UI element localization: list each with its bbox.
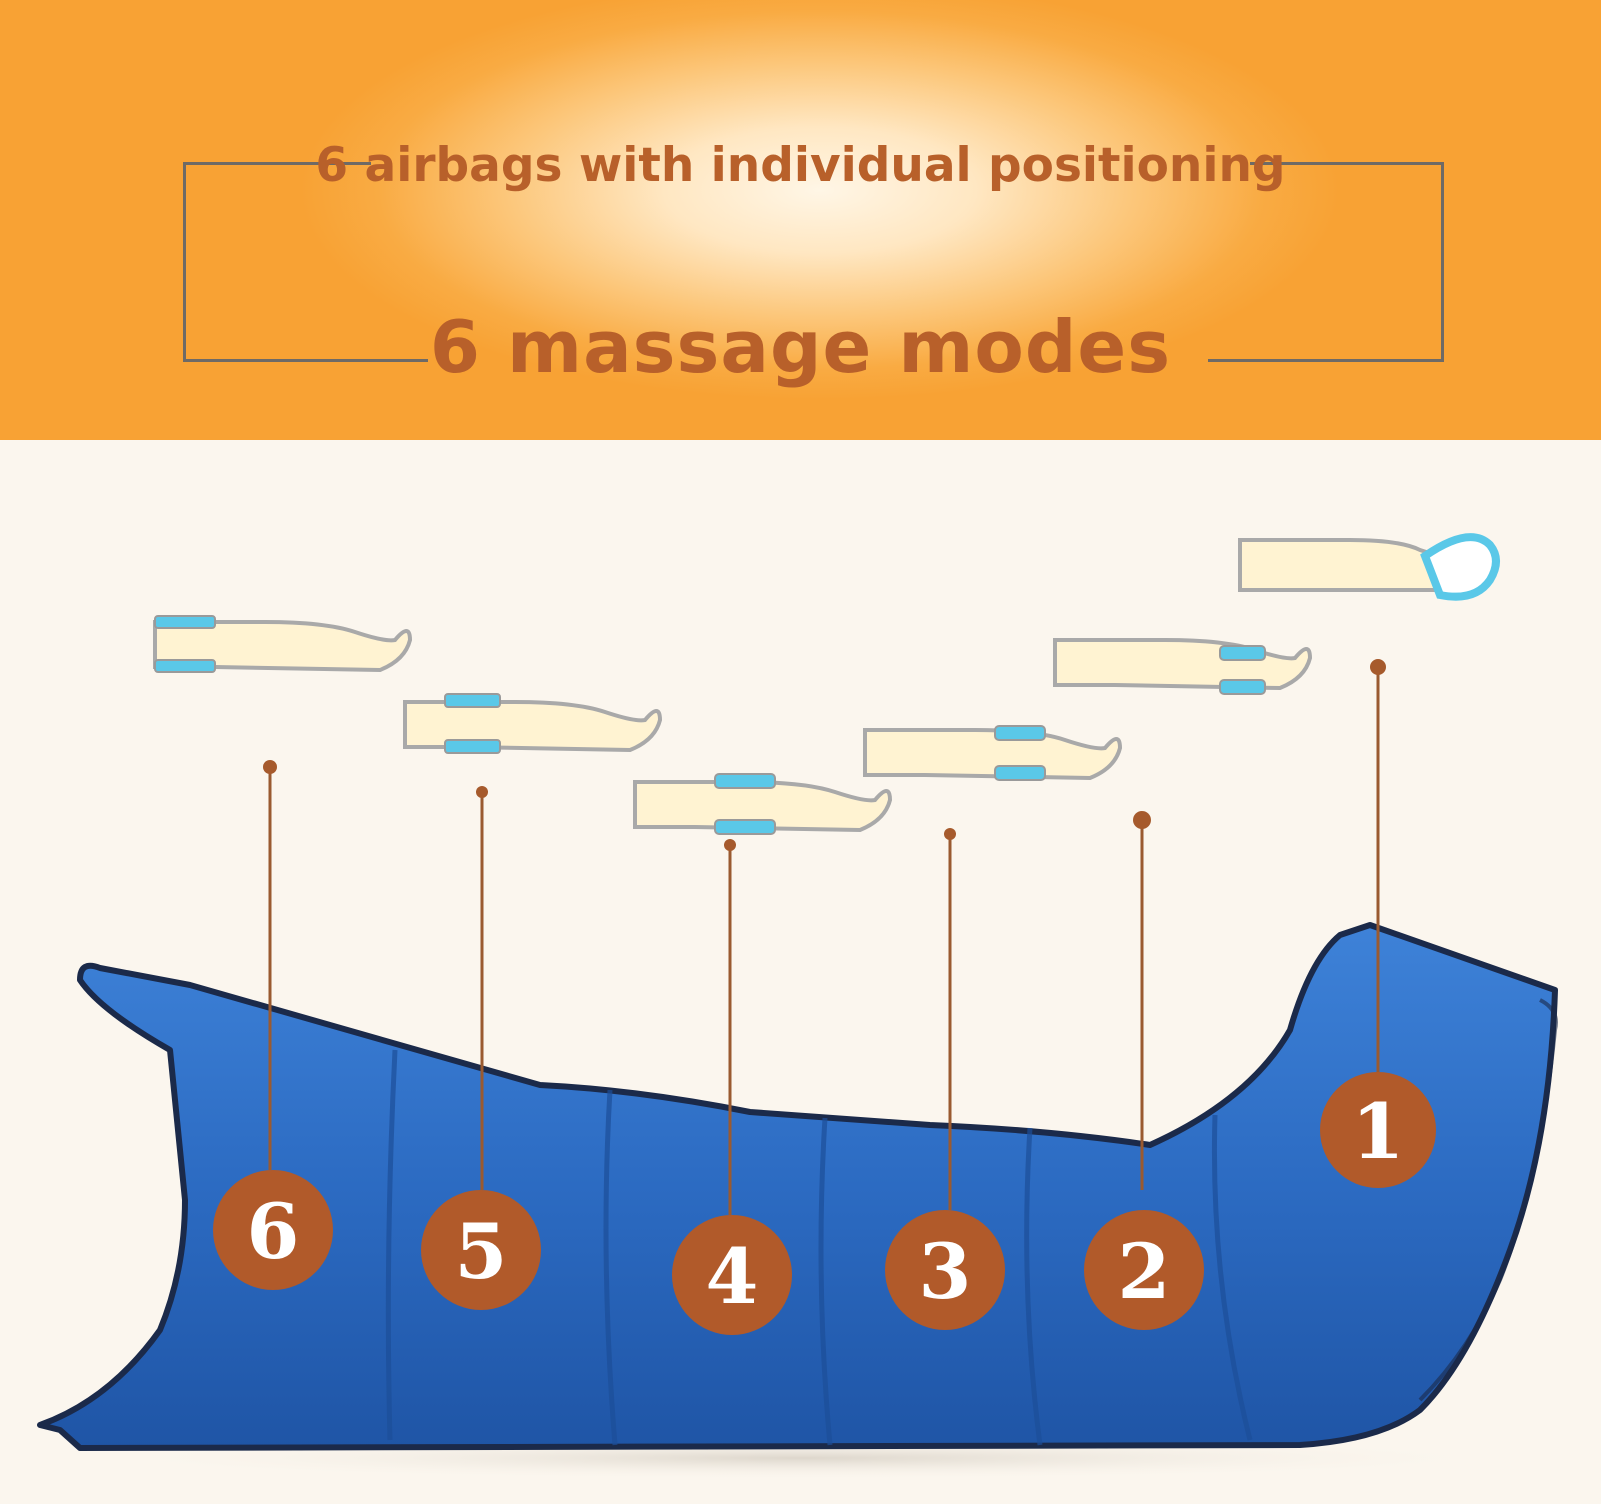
leg-icon-airbag-1 [1238, 533, 1500, 601]
banner-subtitle: 6 airbags with individual positioning [315, 138, 1286, 193]
frame-right-line [1441, 162, 1444, 362]
header-banner: 6 airbags with individual positioning 6 … [0, 0, 1601, 440]
chamber-seams [385, 1049, 1253, 1446]
airbag-badge-2-number: 2 [1118, 1227, 1171, 1316]
leader-dots [263, 659, 1386, 851]
frame-left-line [183, 162, 186, 362]
airbag-badge-6: 6 [213, 1170, 333, 1290]
frame-top-left-line [183, 162, 371, 165]
frame-bottom-left-line [183, 359, 428, 362]
airbag-badge-3: 3 [885, 1210, 1005, 1330]
airbag-badge-2: 2 [1084, 1210, 1204, 1330]
frame-top-right-line [1250, 162, 1444, 165]
leg-icon-airbag-2 [1053, 638, 1313, 695]
airbag-badge-1: 1 [1320, 1072, 1436, 1188]
leg-icon-airbag-4 [633, 773, 893, 835]
leg-icon-airbag-3 [863, 725, 1123, 781]
airbag-badge-1-number: 1 [1352, 1087, 1405, 1176]
banner-title: 6 massage modes [429, 305, 1172, 389]
leg-icon-airbag-6 [153, 615, 413, 673]
airbag-badge-4: 4 [672, 1215, 792, 1335]
airbag-badge-5-number: 5 [455, 1207, 508, 1296]
airbag-badge-5: 5 [421, 1190, 541, 1310]
airbag-badge-3-number: 3 [919, 1227, 972, 1316]
frame-bottom-right-line [1208, 359, 1444, 362]
leader-lines [268, 667, 1380, 1215]
airbag-badge-6-number: 6 [247, 1187, 300, 1276]
airbag-badge-4-number: 4 [706, 1232, 759, 1321]
sleeve-foot-opening [1418, 998, 1558, 1402]
leg-icon-airbag-5 [403, 693, 663, 754]
